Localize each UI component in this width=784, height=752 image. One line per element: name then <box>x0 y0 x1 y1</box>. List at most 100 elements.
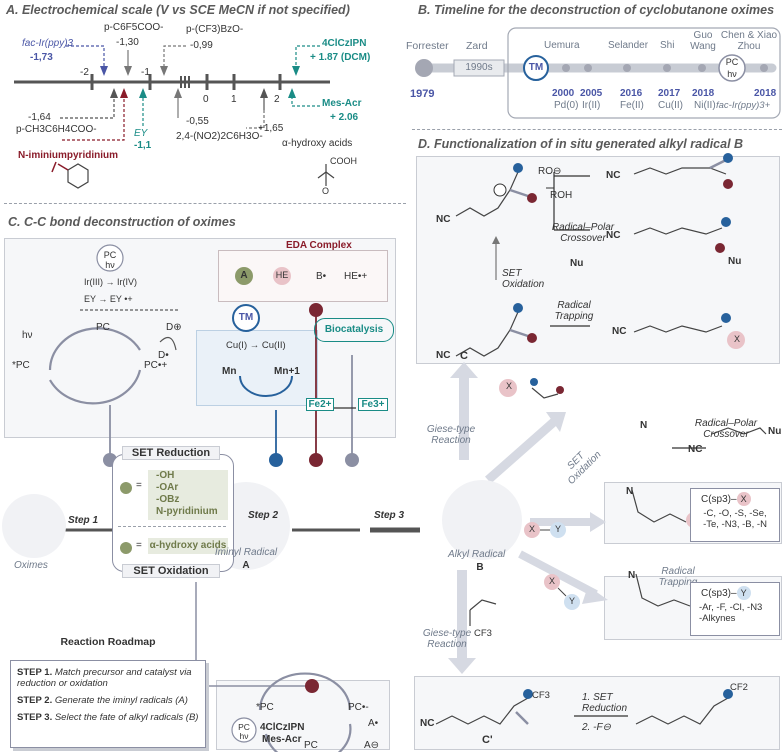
mn1-label: Mn+1 <box>274 366 300 377</box>
reduction-npyr: N-pyridinium <box>156 506 218 517</box>
roadmap-step2: STEP 2. Generate the iminyl radicals (A) <box>17 695 188 706</box>
nc-rpc-product: NC <box>688 444 703 455</box>
panel-c-graphic <box>2 244 420 752</box>
ey-pair: EY → EY •+ <box>84 294 133 304</box>
ox-pc-minus: PC•- <box>348 702 369 713</box>
cycle-pc-star: *PC <box>12 360 30 371</box>
ir-pair: Ir(III) → Ir(IV) <box>84 277 137 287</box>
radical-c-letter: C <box>460 350 468 362</box>
xy-x: X <box>528 524 535 534</box>
timeline-1990s: 1990s <box>465 62 493 73</box>
step1-label: Step 1 <box>68 515 99 526</box>
trap-x-reagent: X <box>505 381 512 391</box>
cf2-product: CF2 <box>730 682 748 693</box>
n-atom-y: N <box>628 570 636 581</box>
alkyl-letter: B <box>476 562 484 573</box>
nc-trap-product: NC <box>612 326 627 337</box>
cf3-product: CF3 <box>532 690 550 701</box>
timeline-ir: Ir(II) <box>582 100 601 111</box>
c-pc-badge: PC <box>103 250 117 260</box>
nc-roh-product: NC <box>606 170 621 181</box>
roadmap-box: STEP 1. Match precursor and catalyst via… <box>10 660 206 748</box>
tick-minus1: -1 <box>141 67 150 78</box>
iminyl-label: Iminyl Radical <box>214 547 278 558</box>
divider-a-c <box>4 203 406 204</box>
timeline-zard: Zard <box>466 40 488 52</box>
rpc-label-2: Radical–Polar Crossover <box>694 418 758 440</box>
tick-0: 0 <box>203 94 209 105</box>
set-red-label: 1. SET Reduction <box>582 692 628 714</box>
timeline-2018b: 2018 <box>754 88 777 99</box>
tolyl-value: -1,64 <box>28 112 51 123</box>
reduction-list: -OH -OAr -OBz N-pyridinium <box>148 470 228 520</box>
ey-value: -1,1 <box>134 140 152 151</box>
y-scope-box: C(sp3)–Y -Ar, -F, -Cl, -N3 -Alkynes <box>690 582 780 636</box>
fac-ir-value: -1,73 <box>30 52 53 63</box>
timeline-hv-badge: hν <box>727 69 737 79</box>
n-atom-x: N <box>626 486 634 497</box>
timeline-2016: 2016 <box>620 88 643 99</box>
hydroxy-label: α-hydroxy acids <box>282 138 353 149</box>
oxidation-item: α-hydroxy acids <box>148 538 228 554</box>
cz-value: + 1.87 (DCM) <box>310 52 371 63</box>
timeline-shi: Shi <box>660 40 675 51</box>
c6f5-label: p-C6F5COO- <box>104 22 164 33</box>
ey-label: EY <box>134 128 148 139</box>
timeline-2005: 2005 <box>580 88 603 99</box>
alkyl-label: Alkyl Radical <box>448 549 506 560</box>
oxidation-dot <box>120 542 132 554</box>
eda-a: A <box>240 270 248 281</box>
cycle-pc-plus: PC•+ <box>144 360 168 371</box>
mes-value: + 2.06 <box>330 112 359 123</box>
step3-label: Step 3 <box>374 510 405 521</box>
rad-trap-label-2: Radical Trapping <box>658 566 698 588</box>
reduction-oar: -OAr <box>156 482 179 493</box>
roadmap-step1: STEP 1. Match precursor and catalyst via… <box>17 667 192 689</box>
nu-product-label: Nu <box>728 256 742 267</box>
cycle-hv: hν <box>22 330 33 341</box>
reduction-oh: -OH <box>156 470 175 481</box>
carbocation-box <box>416 156 780 364</box>
timeline-fe: Fe(II) <box>620 100 644 111</box>
timeline-ni: Ni(II) <box>694 100 716 111</box>
tm-box <box>196 330 318 406</box>
tm-badge: TM <box>238 312 254 323</box>
divider-b-d <box>412 129 782 130</box>
rad-trap-label: Radical Trapping <box>554 300 594 322</box>
ox-a-dot: A• <box>368 718 379 729</box>
hydroxy-value: +1,65 <box>258 123 284 134</box>
c6f5-value: -1,30 <box>116 37 139 48</box>
panel-d-title: D. Functionalization of in situ generate… <box>418 137 744 151</box>
nu-reagent: Nu <box>570 258 584 269</box>
oxidation-equals: = <box>136 540 142 551</box>
timeline-pd: Pd(0) <box>554 100 579 111</box>
reduction-obz: -OBz <box>156 494 180 505</box>
csp3x-label: C(sp3)–X <box>691 489 779 506</box>
ox-catalyst-2: Mes-Acr <box>262 734 302 745</box>
roh: ROH <box>550 190 573 201</box>
reduction-equals: = <box>136 480 142 491</box>
fe2-box: Fe2+ <box>306 398 334 411</box>
giese-label-2: Giese-type Reaction <box>422 628 472 650</box>
giese-label-1: Giese-type Reaction <box>426 424 476 446</box>
reduction-dot <box>120 482 132 494</box>
tolyl-label: p-CH3C6H4COO- <box>16 124 97 135</box>
timeline-chen-zhou: Chen & Xiao Zhou <box>720 30 778 52</box>
ox-pc-star: *PC <box>256 702 274 713</box>
iminyl-letter: A <box>242 560 250 571</box>
cf3bzo-label: p-(CF3)BzO- <box>186 24 244 35</box>
timeline-selander: Selander <box>608 40 649 51</box>
timeline-2017: 2017 <box>658 88 681 99</box>
csp3y-label: C(sp3)–Y <box>691 583 779 600</box>
timeline-guo-wang: Guo Wang <box>690 30 716 52</box>
dnp-value: -0,55 <box>186 116 209 127</box>
eda-he: HE <box>275 270 289 280</box>
set-reduction-label: SET Reduction <box>122 446 220 460</box>
roadmap-step3: STEP 3. Select the fate of alkyl radical… <box>17 712 199 723</box>
nc-cprime: NC <box>420 718 435 729</box>
y-list: -Ar, -F, -Cl, -N3 -Alkynes <box>699 602 763 624</box>
tick-minus2: -2 <box>80 67 89 78</box>
ox-hv-badge: hν <box>239 731 249 741</box>
o-label: O <box>322 186 330 196</box>
x-list: -C, -O, -S, -Se, -Te, -N3, -B, -N <box>703 508 767 530</box>
